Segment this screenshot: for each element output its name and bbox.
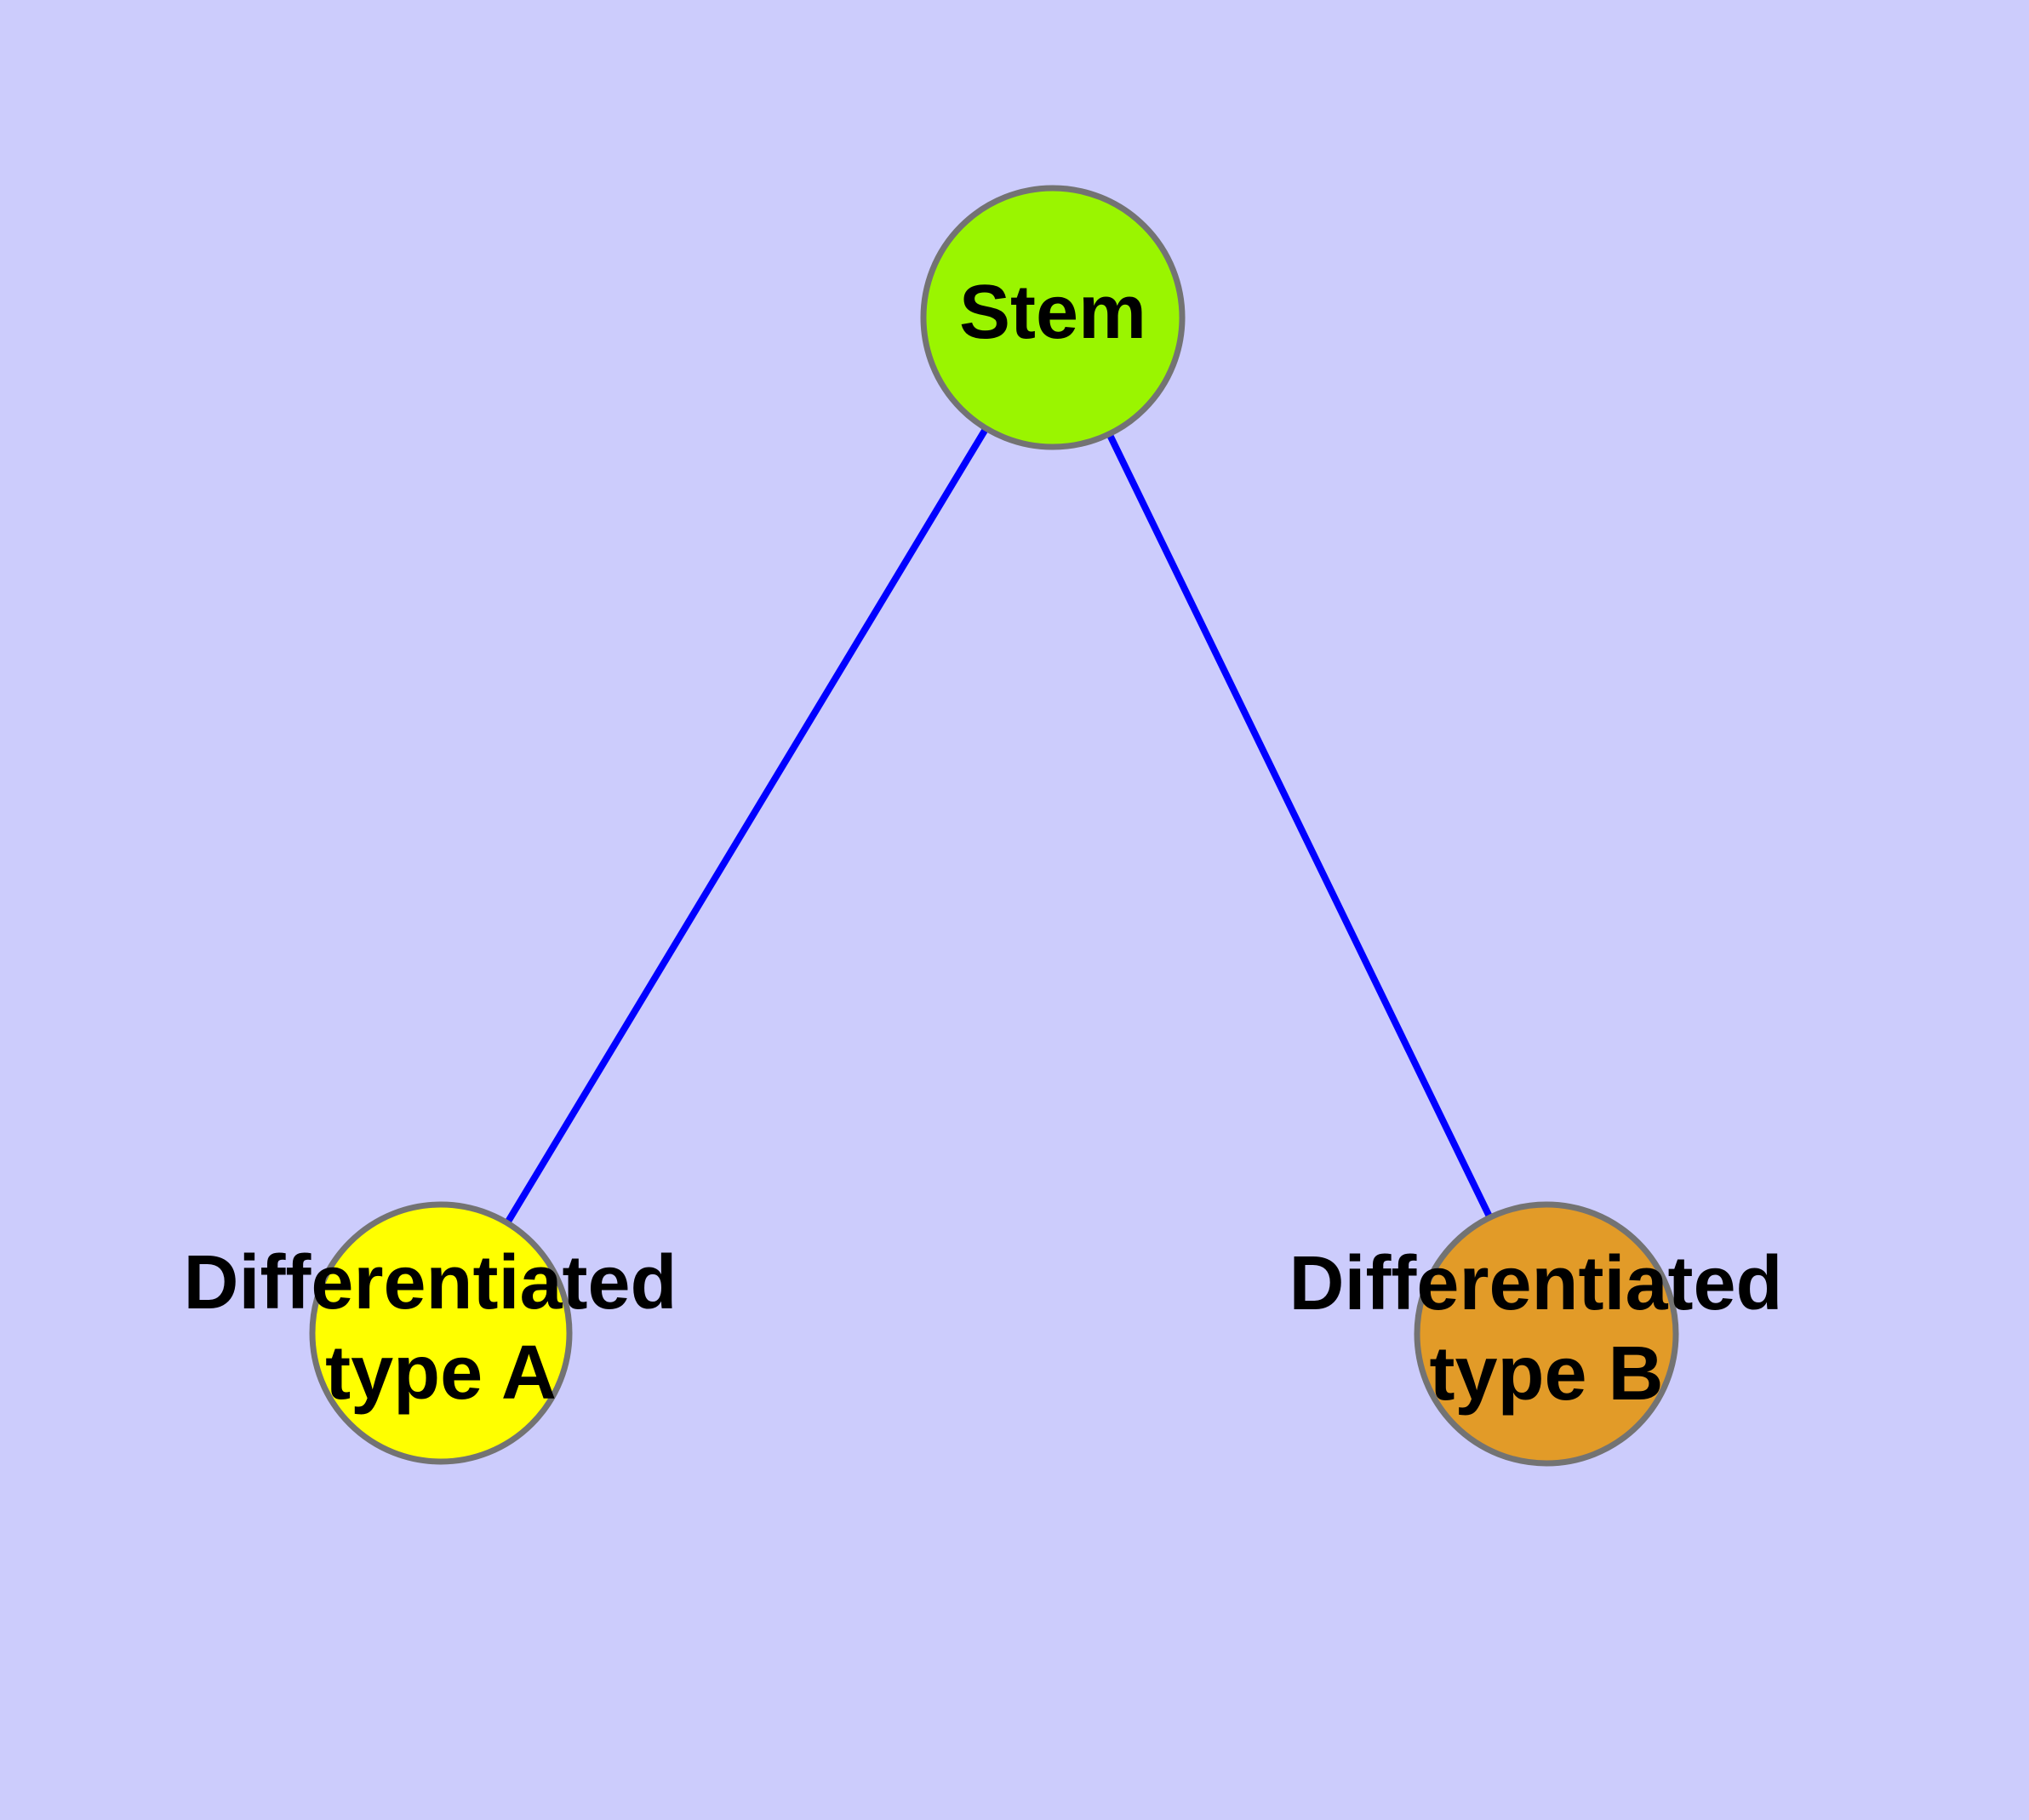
node-differentiated-type-b-label: Differentiated type B <box>1289 1241 1803 1417</box>
node-differentiated-type-a-label-line-0: Differentiated <box>183 1240 677 1325</box>
node-differentiated-type-b-circle[interactable] <box>1414 1201 1679 1467</box>
node-differentiated-type-a-label: Differentiated type A <box>183 1240 698 1416</box>
node-differentiated-type-b-label-line-0: Differentiated <box>1289 1241 1782 1326</box>
node-differentiated-type-b-label-line-1: type B <box>1429 1331 1663 1417</box>
node-differentiated-type-a[interactable] <box>309 1201 573 1465</box>
nodes-layer <box>309 185 1679 1467</box>
node-differentiated-type-b[interactable] <box>1414 1201 1679 1467</box>
node-stem-label-line-0: Stem <box>959 270 1146 355</box>
edge-stem-to-differentiated-type-a[interactable] <box>504 426 989 1225</box>
edge-stem-to-differentiated-type-b[interactable] <box>1106 432 1494 1220</box>
node-stem-label: Stem <box>959 270 1146 355</box>
node-differentiated-type-a-label-line-1: type A <box>325 1331 557 1416</box>
node-differentiated-type-a-circle[interactable] <box>309 1201 573 1465</box>
node-stem[interactable] <box>920 185 1186 450</box>
node-stem-circle[interactable] <box>920 185 1186 450</box>
labels-layer: Stem Differentiated type A Differentiate… <box>183 270 1803 1417</box>
edges-layer <box>504 426 1494 1225</box>
